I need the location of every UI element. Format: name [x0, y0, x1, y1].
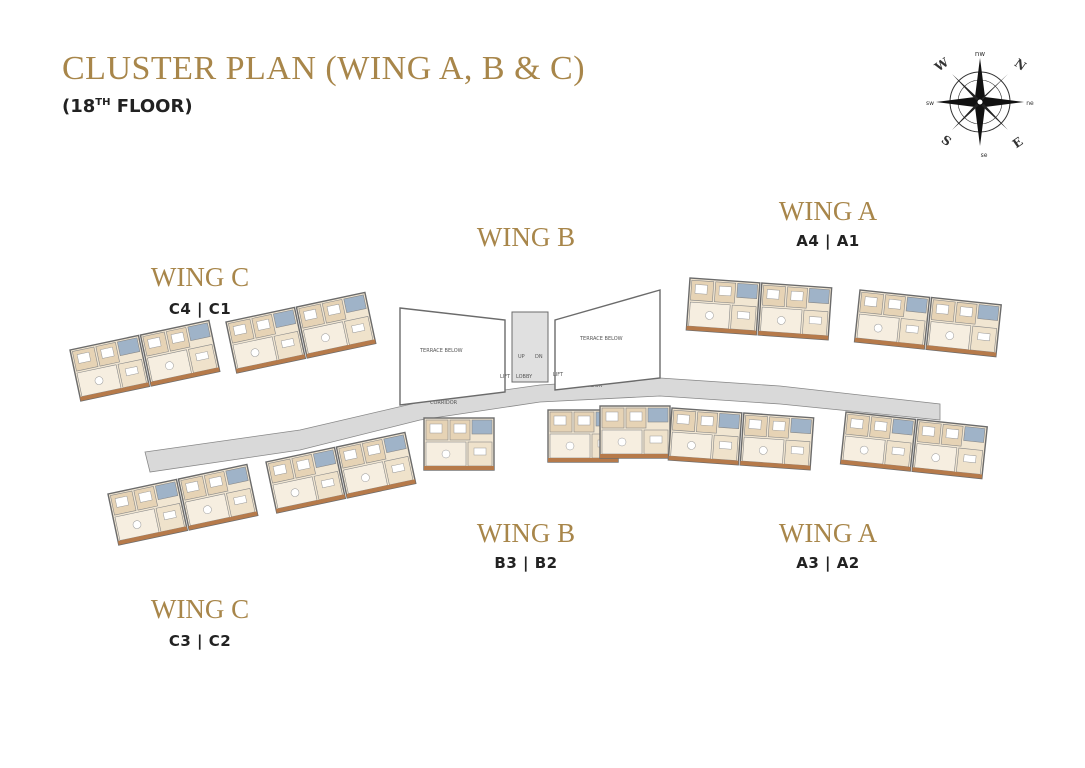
stair-dn-label: DN	[535, 354, 543, 360]
compass-rose-icon: nw W N sw ne S E se	[926, 50, 1034, 159]
terrace-label-2: TERRACE BELOW	[579, 336, 623, 342]
wing-c-top-title: WING C	[150, 262, 250, 292]
wing-a-top-units: A4 | A1	[796, 232, 860, 250]
wing-a-block	[685, 277, 833, 341]
page-title: CLUSTER PLAN (WING A, B & C)	[62, 50, 586, 87]
wing-c-block	[107, 463, 259, 546]
terrace-label-1: TERRACE BELOW	[419, 348, 463, 354]
compass-nw-label: nw	[975, 50, 985, 58]
compass-se-label: se	[981, 152, 988, 159]
wing-a-top-title: WING A	[778, 196, 878, 226]
wing-a-bottom-units: A3 | A2	[796, 554, 860, 572]
corridor-label-1: CORRIDOR	[430, 400, 458, 406]
wing-c-top-units: C4 | C1	[168, 300, 232, 318]
wing-c-bottom-title: WING C	[150, 594, 250, 624]
lobby-label: LOBBY	[516, 374, 533, 380]
wing-a-bottom-title: WING A	[778, 518, 878, 548]
wing-c-block	[69, 319, 221, 402]
lift-label-2: LIFT	[553, 372, 564, 378]
wing-c-bottom-units: C3 | C2	[168, 632, 232, 650]
floor-label: (18TH FLOOR)	[62, 96, 193, 117]
stair-up-label: UP	[518, 354, 525, 360]
wing-a-block	[667, 407, 815, 471]
compass-ne-label: ne	[1026, 100, 1034, 107]
wing-b-bottom-units: B3 | B2	[494, 554, 558, 572]
wing-b-bottom-title: WING B	[476, 518, 576, 548]
wing-a-block	[853, 289, 1002, 358]
wing-b-bottom-block	[423, 405, 671, 471]
wing-b-top-title: WING B	[476, 222, 576, 252]
lift-label-1: LIFT	[500, 374, 511, 380]
wing-b-top-block: TERRACE BELOW TERRACE BELOW UP DN LOBBY …	[399, 289, 661, 406]
compass-sw-label: sw	[926, 100, 934, 107]
wing-a-block	[839, 411, 988, 480]
